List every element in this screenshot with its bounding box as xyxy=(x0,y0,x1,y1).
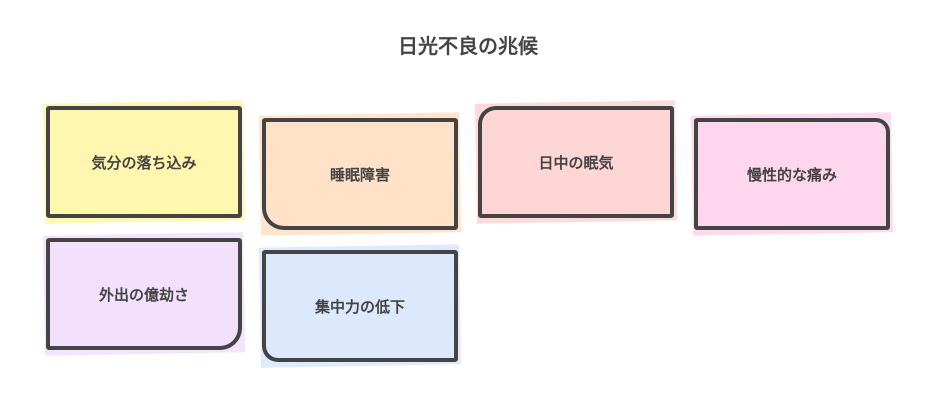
note-label: 外出の億劫さ xyxy=(98,285,189,304)
note-drowsiness: 日中の眠気 xyxy=(478,106,674,218)
note-label: 集中力の低下 xyxy=(314,297,405,316)
note-label: 慢性的な痛み xyxy=(746,165,837,184)
diagram-title: 日光不良の兆候 xyxy=(398,34,538,58)
note-mood: 気分の落ち込み xyxy=(46,106,242,218)
note-going-out: 外出の億劫さ xyxy=(46,238,242,350)
note-pain: 慢性的な痛み xyxy=(694,118,890,230)
note-concentration: 集中力の低下 xyxy=(262,250,458,362)
note-label: 日中の眠気 xyxy=(538,153,614,172)
note-label: 睡眠障害 xyxy=(329,165,390,184)
note-label: 気分の落ち込み xyxy=(91,153,197,172)
note-sleep: 睡眠障害 xyxy=(262,118,458,230)
